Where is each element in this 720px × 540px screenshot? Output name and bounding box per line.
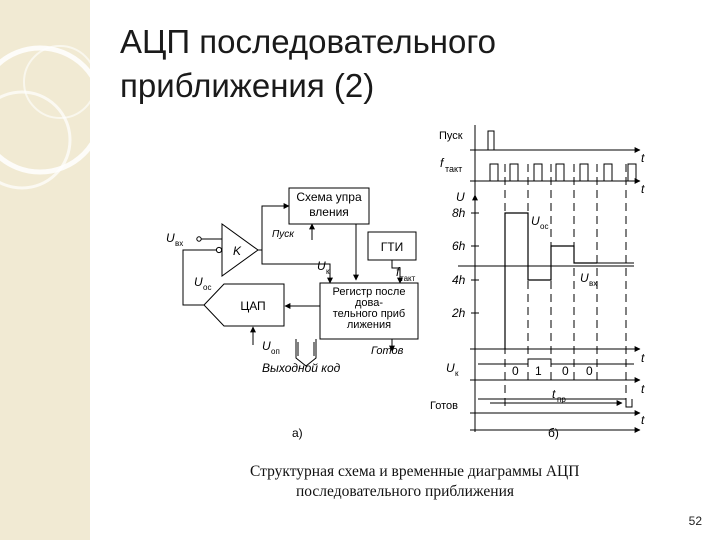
u-k-label: U к [317, 259, 330, 276]
svg-text:U: U [262, 339, 271, 353]
ready-signal-label: Готов [371, 345, 404, 357]
diagram-label-a: а) [292, 426, 303, 440]
register-label-1: Регистр после [333, 286, 406, 298]
svg-text:U: U [580, 271, 589, 285]
svg-text:U: U [194, 275, 203, 289]
clock-pulses [489, 163, 637, 181]
timing-u-in-label: U вх [580, 271, 597, 288]
start-signal-label: Пуск [272, 229, 295, 240]
svg-text:U: U [531, 214, 540, 228]
ready-waveform [478, 398, 633, 408]
bit-1: 0 [512, 364, 519, 378]
register-box [319, 282, 419, 340]
t-label-k: t [641, 382, 645, 396]
svg-text:такт: такт [400, 274, 416, 283]
t-label-u: t [641, 351, 645, 365]
svg-text:t: t [552, 387, 556, 401]
f-clock-label: f такт [396, 265, 416, 283]
decorative-sidebar [0, 0, 90, 540]
register-label-4: лижения [347, 319, 391, 331]
clock-generator-label: ГТИ [381, 240, 403, 254]
u-ref-label: U оп [262, 339, 280, 356]
dac-label: ЦАП [240, 299, 265, 313]
clock-markers [504, 164, 627, 410]
slide-title: АЦП последовательного приближения (2) [120, 20, 680, 108]
level-8h: 8h [452, 206, 466, 220]
svg-text:к: к [455, 369, 459, 378]
bit-4: 0 [586, 364, 593, 378]
register-label-3: тельного приб [333, 308, 405, 320]
control-circuit-label-1: Схема упра [296, 190, 362, 204]
svg-text:вх: вх [589, 279, 597, 288]
u-fb-label: U ос [194, 275, 211, 292]
level-2h: 2h [451, 306, 466, 320]
inverting-input-circle [215, 246, 223, 254]
output-bus-arrow [295, 339, 317, 367]
level-6h: 6h [452, 239, 466, 253]
register-label-2: дова- [355, 297, 383, 309]
diagram-label-b: б) [548, 426, 559, 440]
conversion-time-label: t пр [552, 387, 566, 404]
u-axis-label: U [456, 190, 465, 204]
timing-f-clock-label: f такт [440, 156, 462, 174]
svg-text:f: f [396, 265, 401, 279]
timing-diagram [458, 125, 641, 433]
t-label-clock: t [641, 182, 645, 196]
level-4h: 4h [452, 273, 466, 287]
title-line-1: АЦП последовательного [120, 23, 497, 60]
comparator-label: K [233, 244, 242, 258]
control-circuit-label-2: вления [309, 205, 349, 219]
svg-text:пр: пр [557, 395, 566, 404]
caption-line-1: Структурная схема и временные диаграммы … [250, 463, 580, 480]
svg-text:U: U [166, 231, 175, 245]
figure-caption: Структурная схема и временные диаграммы … [250, 462, 579, 502]
t-label-ready: t [641, 413, 645, 427]
svg-text:к: к [326, 267, 330, 276]
bit-2: 1 [535, 364, 542, 378]
start-pulse [478, 130, 495, 151]
title-line-2: приближения (2) [120, 67, 375, 104]
timing-ready-label: Готов [430, 400, 458, 412]
t-label-start: t [641, 151, 645, 165]
svg-text:U: U [446, 361, 455, 375]
svg-text:f: f [440, 156, 445, 170]
timing-u-fb-label: U ос [531, 214, 548, 231]
output-code-label: Выходной код [262, 361, 341, 375]
svg-text:ос: ос [203, 283, 211, 292]
svg-text:оп: оп [271, 347, 280, 356]
decorative-rings-icon [0, 45, 90, 190]
bit-3: 0 [562, 364, 569, 378]
caption-line-2: последовательного приближения [296, 483, 515, 500]
svg-text:вх: вх [175, 239, 183, 248]
u-k-waveform [478, 358, 634, 365]
svg-text:такт: такт [445, 164, 462, 174]
page-number: 52 [688, 514, 702, 528]
svg-text:ос: ос [540, 222, 548, 231]
dac-block [203, 283, 285, 327]
u-in-label: U вх [166, 231, 183, 248]
svg-text:U: U [317, 259, 326, 273]
block-diagram [182, 187, 419, 367]
timing-start-label: Пуск [439, 130, 463, 142]
timing-u-k-label: U к [446, 361, 459, 378]
